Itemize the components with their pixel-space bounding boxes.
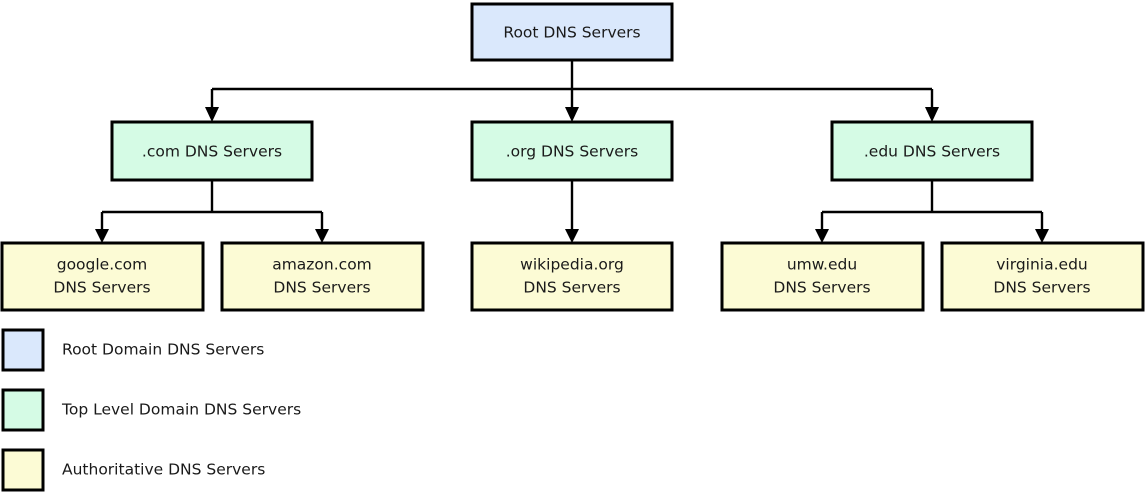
node-com-box[interactable] [110, 120, 314, 182]
arrow-com-to-amazon [315, 229, 329, 243]
arrow-org-to-wikipedia [565, 229, 579, 243]
legend-swatch-top-level-domain [1, 388, 45, 432]
node-umw-dns-servers[interactable]: umw.edu DNS Servers [720, 241, 925, 312]
node-org-box[interactable] [470, 120, 674, 182]
edges-edu-to-children [815, 180, 1049, 243]
node-amazon-label-line1: amazon.com [272, 256, 372, 274]
arrow-edu-to-virginia [1035, 229, 1049, 243]
arrow-root-to-com [205, 107, 219, 122]
node-google-label-line1: google.com [57, 256, 148, 274]
node-virginia-label-line1: virginia.edu [996, 256, 1087, 274]
legend-item-authoritative: Authoritative DNS Servers [1, 448, 265, 492]
arrow-com-to-google [95, 229, 109, 243]
node-amazon-box[interactable] [220, 241, 425, 312]
node-root-box[interactable] [470, 2, 674, 62]
node-amazon-label-line2: DNS Servers [273, 279, 370, 297]
arrow-root-to-org [565, 107, 579, 122]
node-edu-box[interactable] [830, 120, 1034, 182]
node-wikipedia-label-line1: wikipedia.org [520, 256, 624, 274]
node-wikipedia-dns-servers[interactable]: wikipedia.org DNS Servers [470, 241, 674, 312]
node-amazon-dns-servers[interactable]: amazon.com DNS Servers [220, 241, 425, 312]
edges-org-to-children [565, 180, 579, 243]
node-edu-dns-servers[interactable]: .edu DNS Servers [830, 120, 1034, 182]
node-com-label: .com DNS Servers [142, 143, 282, 161]
node-wikipedia-label-line2: DNS Servers [523, 279, 620, 297]
legend-item-root-domain: Root Domain DNS Servers [1, 328, 264, 372]
node-virginia-box[interactable] [940, 241, 1145, 312]
legend-label-root-domain: Root Domain DNS Servers [62, 341, 264, 359]
node-umw-label-line2: DNS Servers [773, 279, 870, 297]
node-google-box[interactable] [0, 241, 205, 312]
node-org-dns-servers[interactable]: .org DNS Servers [470, 120, 674, 182]
node-google-label-line2: DNS Servers [53, 279, 150, 297]
node-umw-label-line1: umw.edu [787, 256, 857, 274]
legend-item-top-level-domain: Top Level Domain DNS Servers [1, 388, 301, 432]
legend-label-top-level-domain: Top Level Domain DNS Servers [61, 401, 301, 419]
arrow-root-to-edu [925, 107, 939, 122]
node-org-label: .org DNS Servers [506, 143, 638, 161]
node-virginia-label-line2: DNS Servers [993, 279, 1090, 297]
node-google-dns-servers[interactable]: google.com DNS Servers [0, 241, 205, 312]
node-virginia-dns-servers[interactable]: virginia.edu DNS Servers [940, 241, 1145, 312]
legend-swatch-root-domain [1, 328, 45, 372]
node-wikipedia-box[interactable] [470, 241, 674, 312]
node-root-dns-servers[interactable]: Root DNS Servers [470, 2, 674, 62]
legend: Root Domain DNS Servers Top Level Domain… [1, 328, 301, 492]
edges-root-to-tld [205, 60, 939, 122]
legend-label-authoritative: Authoritative DNS Servers [62, 461, 265, 479]
node-edu-label: .edu DNS Servers [864, 143, 1000, 161]
node-root-label: Root DNS Servers [503, 24, 640, 42]
arrow-edu-to-umw [815, 229, 829, 243]
node-com-dns-servers[interactable]: .com DNS Servers [110, 120, 314, 182]
node-umw-box[interactable] [720, 241, 925, 312]
edges-com-to-children [95, 180, 329, 243]
legend-swatch-authoritative [1, 448, 45, 492]
